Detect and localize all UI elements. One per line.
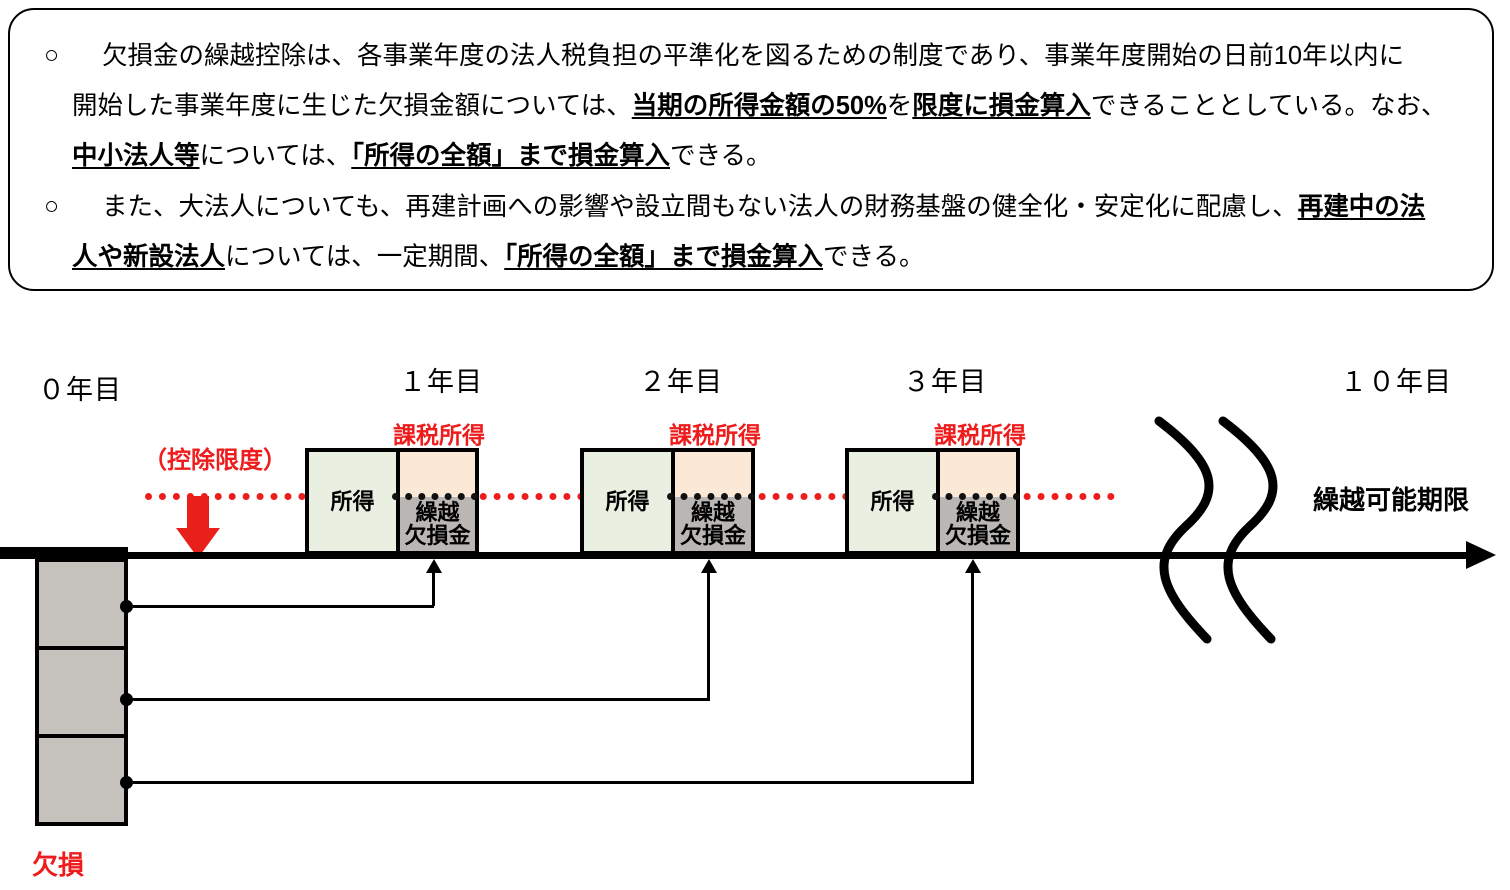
loss-stack bbox=[35, 558, 128, 826]
bar-year-1-right-column: 繰越 欠損金 bbox=[400, 452, 475, 551]
bar-year-3-carryover-cell: 繰越 欠損金 bbox=[940, 496, 1016, 551]
timeline-axis-left-stub bbox=[0, 547, 128, 554]
connector-2-horizontal bbox=[126, 698, 710, 701]
carryforward-limit-label: 繰越可能期限 bbox=[1313, 485, 1470, 515]
connector-3-vertical bbox=[971, 572, 974, 782]
p2l1-segment-1: 再建中の法 bbox=[1297, 193, 1426, 221]
connector-1-horizontal bbox=[126, 605, 434, 608]
p1l2-segment-4: できることとしている。なお、 bbox=[1090, 92, 1447, 120]
bar-year-3-top-label: 課税所得 bbox=[934, 422, 1026, 448]
bar-year-2-income-cell: 所得 bbox=[584, 452, 675, 551]
bar-year-3-income-cell: 所得 bbox=[849, 452, 940, 551]
bar-year-2-right-column: 繰越 欠損金 bbox=[675, 452, 751, 551]
bar-year-1-taxable-cell bbox=[400, 452, 475, 497]
loss-box-3 bbox=[35, 734, 128, 826]
connector-3-arrow-icon bbox=[965, 559, 981, 573]
year-label-1: １年目 bbox=[399, 367, 483, 397]
bar-year-2-top-label: 課税所得 bbox=[669, 422, 761, 448]
limit-line-overlay-year-1 bbox=[392, 493, 478, 500]
p1l2-segment-3: 限度に損金算入 bbox=[912, 92, 1091, 120]
year-label-0: ０年目 bbox=[38, 375, 122, 405]
p2l1-segment-0: また、大法人についても、再建計画への影響や設立間もない法人の財務基盤の健全化・安… bbox=[102, 193, 1298, 221]
p2l2-segment-1: については、一定期間、 bbox=[225, 243, 505, 271]
bullet-icon-2: ○ bbox=[44, 192, 60, 220]
bar-year-1-income-cell: 所得 bbox=[309, 452, 400, 551]
p1l3-segment-0: 中小法人等 bbox=[72, 142, 200, 170]
bar-year-3-income-label: 所得 bbox=[870, 488, 915, 514]
note-p1-line3: 中小法人等については、「所得の全額」まで損金算入できる。 bbox=[72, 142, 772, 170]
break-wave-2 bbox=[1218, 416, 1278, 644]
bar-year-3-right-column: 繰越 欠損金 bbox=[940, 452, 1016, 551]
p2l2-segment-0: 人や新設法人 bbox=[72, 243, 226, 271]
p1l3-segment-1: については、 bbox=[199, 142, 352, 170]
bar-year-3-taxable-cell bbox=[940, 452, 1016, 497]
connector-3-horizontal bbox=[126, 781, 974, 784]
connector-1-vertical bbox=[432, 572, 435, 606]
break-wave-1 bbox=[1154, 416, 1214, 644]
timeline-arrow-icon bbox=[1466, 541, 1496, 569]
p2l2-segment-3: できる。 bbox=[823, 243, 925, 271]
bar-year-2-taxable-cell bbox=[675, 452, 751, 497]
note-p1-line1: 欠損金の繰越控除は、各事業年度の法人税負担の平準化を図るための制度であり、事業年… bbox=[102, 42, 1405, 70]
bar-year-2-income-label: 所得 bbox=[605, 488, 650, 514]
loss-box-2 bbox=[35, 646, 128, 738]
explanatory-note-box: ○ 欠損金の繰越控除は、各事業年度の法人税負担の平準化を図るための制度であり、事… bbox=[8, 8, 1494, 291]
bullet-icon-1: ○ bbox=[44, 41, 60, 69]
bar-year-2: 課税所得 所得 繰越 欠損金 bbox=[580, 422, 761, 555]
p1l3-segment-3: できる。 bbox=[670, 142, 772, 170]
limit-line-overlay-year-3 bbox=[932, 493, 1020, 500]
carryforward-timeline-diagram: ０年目 １年目 ２年目 ３年目 １０年目 （控除限度） 課税所得 所得 繰越 bbox=[0, 300, 1510, 890]
connector-2-arrow-icon bbox=[701, 559, 717, 573]
year-label-2: ２年目 bbox=[639, 367, 723, 397]
bar-year-3-carryover-label-1: 繰越 bbox=[955, 499, 1000, 525]
bar-year-2-carryover-label-1: 繰越 bbox=[690, 499, 735, 525]
bar-year-3-carryover-label-2: 欠損金 bbox=[944, 522, 1011, 548]
bar-year-1-carryover-label-1: 繰越 bbox=[415, 499, 460, 525]
note-p1-line2: 開始した事業年度に生じた欠損金額については、当期の所得金額の50%を限度に損金算… bbox=[72, 92, 1447, 120]
bar-year-3: 課税所得 所得 繰越 欠損金 bbox=[845, 422, 1026, 555]
p1l1-segment-0: 欠損金の繰越控除は、各事業年度の法人税負担の平準化を図るための制度であり、事業年… bbox=[102, 42, 1405, 70]
loss-box-1 bbox=[35, 558, 128, 650]
deduction-limit-caption: （控除限度） bbox=[143, 447, 287, 474]
bar-year-1: 課税所得 所得 繰越 欠損金 bbox=[305, 422, 485, 555]
bar-year-2-carryover-label-2: 欠損金 bbox=[679, 522, 746, 548]
loss-caption: 欠損 bbox=[32, 850, 85, 880]
year-label-10: １０年目 bbox=[1340, 367, 1452, 397]
note-p2-line1: また、大法人についても、再建計画への影響や設立間もない法人の財務基盤の健全化・安… bbox=[102, 193, 1426, 221]
p2l2-segment-2: 「所得の全額」まで損金算入 bbox=[504, 243, 824, 271]
p1l2-segment-2: を bbox=[886, 92, 913, 120]
p1l2-segment-1: 当期の所得金額の50% bbox=[631, 92, 887, 120]
bar-year-1-income-label: 所得 bbox=[330, 488, 375, 514]
bar-year-1-carryover-cell: 繰越 欠損金 bbox=[400, 496, 475, 551]
limit-line-overlay-year-2 bbox=[667, 493, 755, 500]
connector-1-arrow-icon bbox=[426, 559, 442, 573]
p1l3-segment-2: 「所得の全額」まで損金算入 bbox=[351, 142, 671, 170]
timeline-axis bbox=[0, 552, 1470, 559]
timeline-break-waves bbox=[1145, 415, 1310, 645]
connector-2-vertical bbox=[707, 572, 710, 699]
note-p2-line2: 人や新設法人については、一定期間、「所得の全額」まで損金算入できる。 bbox=[72, 243, 925, 271]
year-label-3: ３年目 bbox=[903, 367, 987, 397]
bar-year-1-carryover-label-2: 欠損金 bbox=[404, 522, 471, 548]
bar-year-1-top-label: 課税所得 bbox=[393, 422, 485, 448]
p1l2-segment-0: 開始した事業年度に生じた欠損金額については、 bbox=[72, 92, 632, 120]
bar-year-2-carryover-cell: 繰越 欠損金 bbox=[675, 496, 751, 551]
deduction-limit-arrow-icon bbox=[176, 496, 220, 558]
